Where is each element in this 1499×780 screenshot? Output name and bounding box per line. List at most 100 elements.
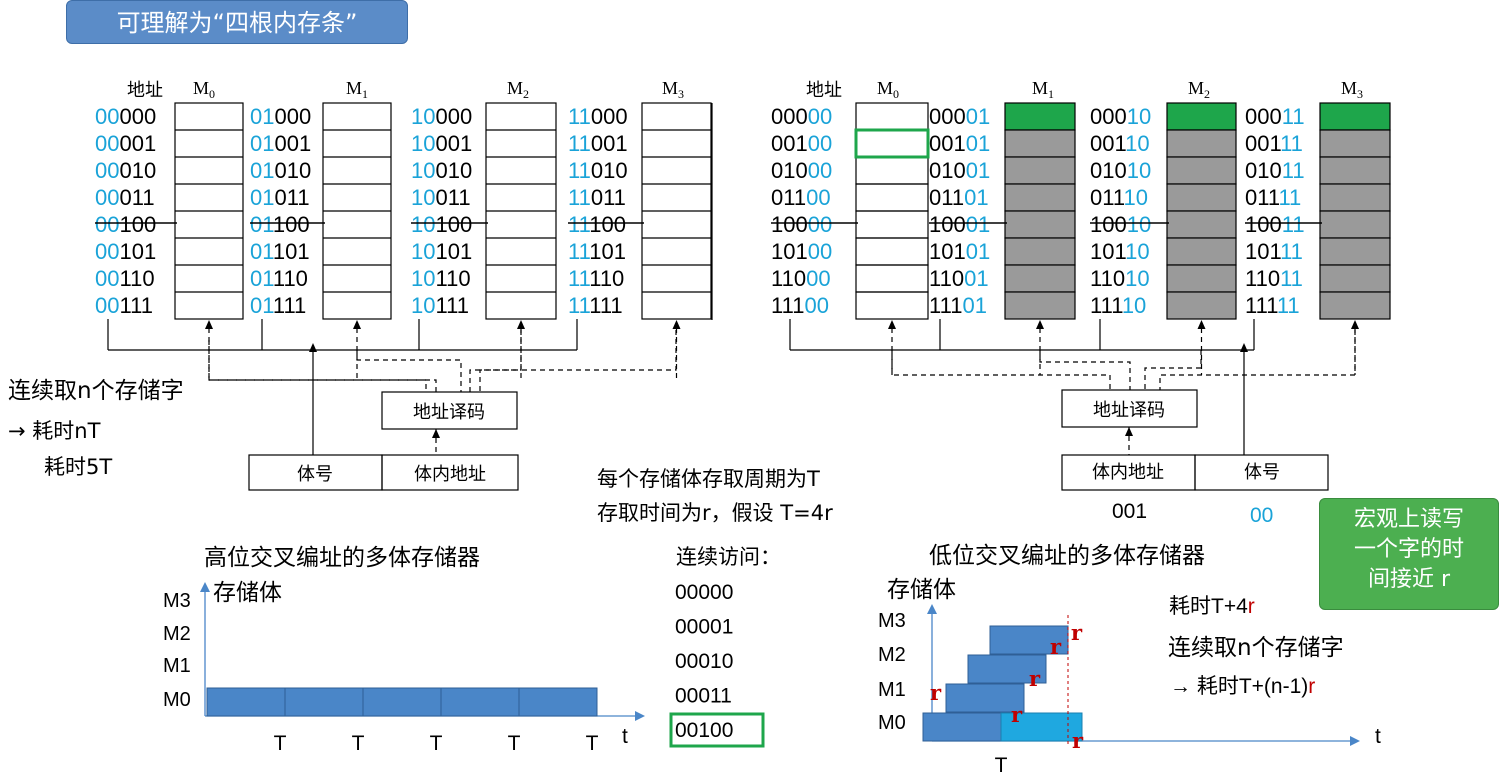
label-part: 01 [964, 185, 988, 210]
y-axis-arrow [927, 604, 937, 614]
label-part: 10 [411, 158, 435, 183]
label-part: → 耗时T+(n-1) [1170, 675, 1308, 698]
address-code: 10001 [411, 131, 472, 156]
address-code: 10101 [411, 239, 472, 264]
bus-arrow-head [309, 343, 317, 352]
address-code: 01000 [250, 104, 311, 129]
label-part: 001 [771, 131, 808, 156]
label-part: 11 [568, 104, 591, 129]
decoder-dashed-line [209, 379, 437, 392]
label-part: 000 [929, 104, 966, 129]
bank-cell [1319, 291, 1391, 320]
field-box-in-bank-address [381, 454, 519, 491]
label-part: 10 [1122, 293, 1146, 318]
label-part: 110 [589, 266, 624, 291]
label-part: 101 [589, 239, 626, 264]
label-part: 00 [95, 239, 119, 264]
label-part: 110 [929, 266, 964, 291]
field-label: 体号 [297, 464, 333, 485]
label-part: 00 [95, 104, 119, 129]
sequence-address: 00100 [675, 719, 733, 742]
chart-title: 低位交叉编址的多体存储器 [929, 543, 1205, 569]
label-part: 100 [435, 212, 472, 237]
address-code: 00110 [95, 266, 155, 291]
decoder-label: 地址译码 [1093, 400, 1165, 421]
row-label: M1 [878, 679, 906, 701]
address-code: 10110 [1090, 239, 1150, 264]
bank-cell [1004, 183, 1076, 212]
address-code: 00101 [929, 131, 990, 156]
label-part: 11 [568, 131, 591, 156]
bank-cell [855, 183, 929, 212]
address-code: 10110 [411, 266, 471, 291]
address-header: 地址 [806, 80, 842, 101]
address-code: 10111 [411, 293, 469, 318]
label-part: 011 [1090, 185, 1125, 210]
callout-macro-read-write: 宏观上读写 一个字的时 间接近 r [1319, 498, 1499, 610]
label-part: 01 [250, 185, 274, 210]
address-code: 00011 [1245, 104, 1305, 129]
x-axis-arrow [1350, 736, 1360, 746]
bank-cell [1319, 102, 1391, 131]
select-arrow-head [517, 320, 525, 329]
label-part: 000 [771, 104, 808, 129]
field-label: 体号 [1244, 462, 1280, 483]
select-arrow-head [1197, 320, 1206, 329]
address-code: 11101 [929, 293, 987, 318]
label-part: 10 [1125, 266, 1149, 291]
select-arrow-head [353, 320, 361, 329]
label-part: 10 [1127, 212, 1151, 237]
row-label: M3 [163, 590, 191, 612]
address-code: 10000 [411, 104, 472, 129]
label-part: 001 [1090, 131, 1126, 156]
sequence-address: 00000 [675, 581, 733, 604]
bank-cell [855, 156, 929, 185]
label-part: 000 [1245, 104, 1282, 129]
bank-subscript: 2 [523, 87, 529, 101]
bank-cell [1004, 129, 1076, 158]
cycle-line: 存取时间为r，假设 T=4r [597, 501, 833, 525]
select-arrow-head [672, 320, 681, 329]
bank-cell [855, 102, 929, 131]
label-part: 110 [119, 266, 154, 291]
label-part: 100 [929, 212, 966, 237]
label-part: 101 [1090, 239, 1126, 264]
label-part: 11 [568, 185, 591, 210]
label-part: 11 [1282, 212, 1305, 237]
address-code: 10010 [411, 158, 472, 183]
label-part: 01 [250, 266, 274, 291]
address-code: 01111 [250, 293, 306, 318]
label-part: 110 [435, 266, 470, 291]
sequence-address: 00011 [675, 685, 732, 708]
r-label: r [1029, 666, 1041, 691]
label-part: 00 [95, 131, 119, 156]
label-part: 10 [411, 266, 435, 291]
address-code: 00001 [929, 104, 990, 129]
label-part: 10 [1127, 158, 1151, 183]
label-part: 101 [435, 239, 472, 264]
label-part: 1 [180, 655, 191, 677]
cost-label: → 耗时T+(n-1)r [1170, 675, 1315, 698]
access-bar-segment [362, 687, 442, 717]
label-part: 00 [804, 293, 828, 318]
bank-cell [1319, 237, 1391, 266]
label-part: 010 [591, 158, 628, 183]
address-code: 01001 [929, 158, 990, 183]
label-part: 00 [808, 239, 832, 264]
address-code: 01010 [250, 158, 311, 183]
bank-letter: M [1032, 78, 1048, 98]
bank-label-m3: M3 [1341, 78, 1363, 101]
sequence-title: 连续访问： [676, 545, 781, 569]
address-code: 11001 [568, 131, 628, 156]
label-part: 10 [411, 131, 435, 156]
label-part: 00 [806, 266, 830, 291]
address-code: 00000 [95, 104, 156, 129]
bank-cell [1166, 210, 1237, 239]
address-code: 11110 [1090, 293, 1146, 318]
label-part: 001 [591, 131, 628, 156]
address-code: 01010 [1090, 158, 1151, 183]
access-bar [945, 683, 1025, 713]
decoder-dashed-line [469, 330, 522, 392]
